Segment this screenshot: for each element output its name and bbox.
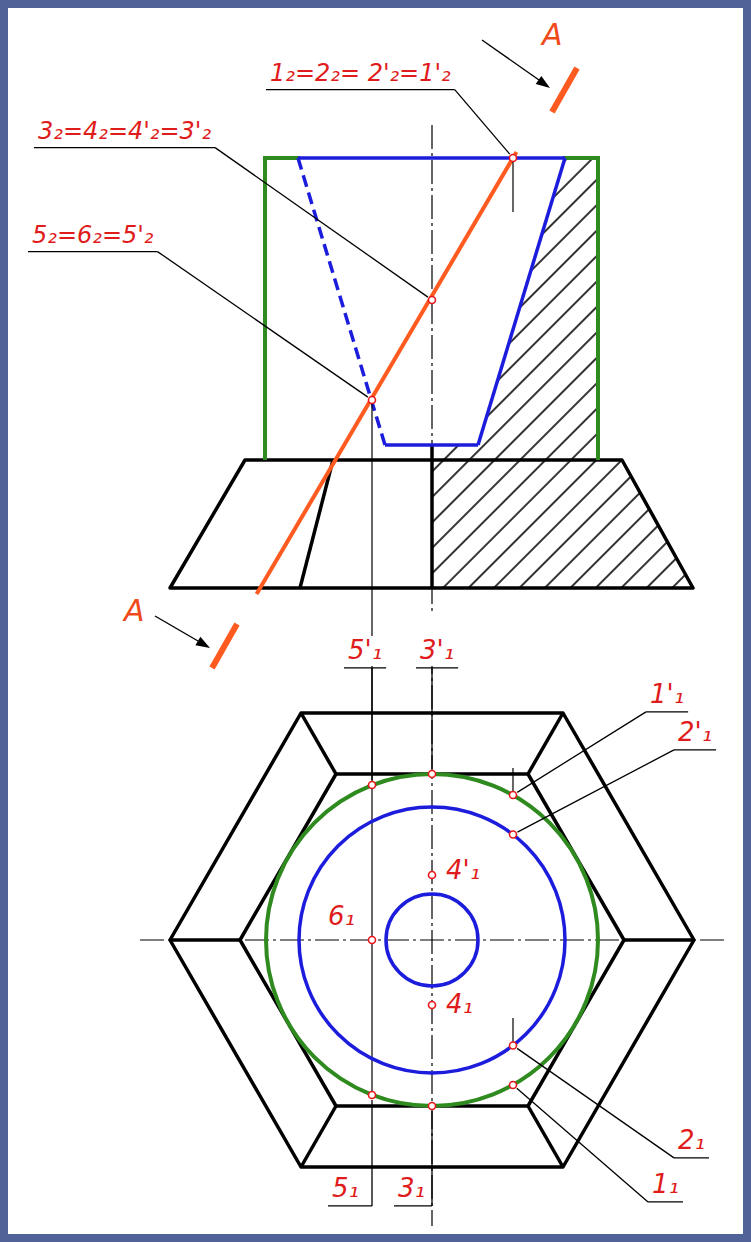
leader-line bbox=[431, 668, 432, 769]
section-marker bbox=[212, 624, 237, 668]
cone-hole-edge bbox=[478, 158, 565, 445]
leader-group bbox=[28, 90, 716, 1206]
cylinder-circle bbox=[266, 774, 598, 1106]
point bbox=[369, 782, 376, 789]
underline bbox=[344, 667, 386, 668]
point-label: 6₁ bbox=[326, 902, 357, 932]
section-edge bbox=[430, 445, 434, 588]
leader-line bbox=[371, 668, 372, 780]
point bbox=[429, 872, 436, 879]
leader-line bbox=[431, 1111, 432, 1206]
chamfer-edge bbox=[301, 713, 336, 774]
underline bbox=[416, 667, 458, 668]
cone-bottom-circle bbox=[386, 894, 478, 986]
leader-line bbox=[455, 90, 510, 155]
leader-line bbox=[517, 750, 674, 832]
point-group bbox=[369, 155, 517, 1110]
center-line bbox=[431, 650, 432, 1226]
hexagon-outline bbox=[170, 713, 694, 1167]
point-callout: 5₂=6₂=5'₂ bbox=[30, 222, 156, 250]
point bbox=[510, 1042, 517, 1049]
chamfer-edge bbox=[624, 938, 694, 942]
underline bbox=[28, 251, 158, 252]
cylinder-outline bbox=[563, 158, 598, 460]
arrowhead bbox=[195, 637, 210, 648]
underline bbox=[648, 1201, 683, 1202]
chamfer-edge bbox=[528, 713, 563, 774]
point-callout: 1'₁ bbox=[648, 680, 686, 710]
cone-hole-edge bbox=[298, 156, 565, 160]
point-callout: 2₁ bbox=[676, 1126, 707, 1156]
point-callout: 1₂=2₂= 2'₂=1'₂ bbox=[268, 60, 453, 88]
hidden-cone-edge bbox=[298, 158, 385, 445]
chamfer-hexagon bbox=[240, 774, 624, 1106]
center-line bbox=[431, 125, 432, 612]
leader-line bbox=[517, 712, 646, 792]
underline bbox=[674, 749, 716, 750]
point-callout: 1₁ bbox=[650, 1170, 681, 1200]
point-callout: 5'₁ bbox=[346, 636, 384, 666]
point bbox=[429, 771, 436, 778]
underline bbox=[674, 1157, 709, 1158]
point bbox=[510, 831, 517, 838]
underline bbox=[34, 147, 215, 148]
cutting-plane-line bbox=[257, 152, 517, 594]
projection-line bbox=[512, 158, 513, 212]
point-callout: 3₁ bbox=[396, 1174, 427, 1204]
base-edge bbox=[300, 460, 333, 588]
view-arrow bbox=[155, 616, 198, 641]
leader-line bbox=[517, 1048, 674, 1158]
section-letter: A bbox=[122, 594, 147, 629]
point bbox=[429, 1103, 436, 1110]
point bbox=[369, 937, 376, 944]
leader-line bbox=[517, 1088, 648, 1202]
point-callout: 2'₁ bbox=[676, 718, 714, 748]
underline bbox=[394, 1205, 432, 1206]
point bbox=[510, 155, 517, 162]
point-label: 4₁ bbox=[444, 990, 475, 1020]
point bbox=[510, 1082, 517, 1089]
section-hatching bbox=[432, 158, 693, 588]
point bbox=[369, 397, 376, 404]
leader-line bbox=[215, 148, 428, 298]
section-letter: A bbox=[540, 18, 565, 53]
point bbox=[429, 1002, 436, 1009]
underline bbox=[266, 89, 455, 90]
leader-line bbox=[371, 1100, 372, 1206]
cone-top-circle bbox=[299, 807, 565, 1073]
chamfer-edge bbox=[170, 938, 240, 942]
projection-line bbox=[371, 400, 372, 1095]
point-callout: 3'₁ bbox=[418, 636, 456, 666]
cone-hole-edge bbox=[385, 443, 478, 447]
sheet bbox=[8, 8, 743, 1234]
point-callout: 5₁ bbox=[330, 1174, 361, 1204]
leader-line bbox=[158, 252, 368, 398]
point bbox=[510, 792, 517, 799]
point bbox=[369, 1092, 376, 1099]
underline bbox=[646, 711, 688, 712]
underline bbox=[328, 1205, 372, 1206]
chamfer-edge bbox=[528, 1106, 563, 1167]
arrowhead bbox=[536, 76, 550, 88]
chamfer-edge bbox=[301, 1106, 336, 1167]
section-marker bbox=[552, 68, 577, 112]
point-callout: 3₂=4₂=4'₂=3'₂ bbox=[36, 118, 213, 146]
view-arrow bbox=[482, 40, 539, 80]
point bbox=[429, 297, 436, 304]
point-label: 4'₁ bbox=[444, 856, 482, 886]
